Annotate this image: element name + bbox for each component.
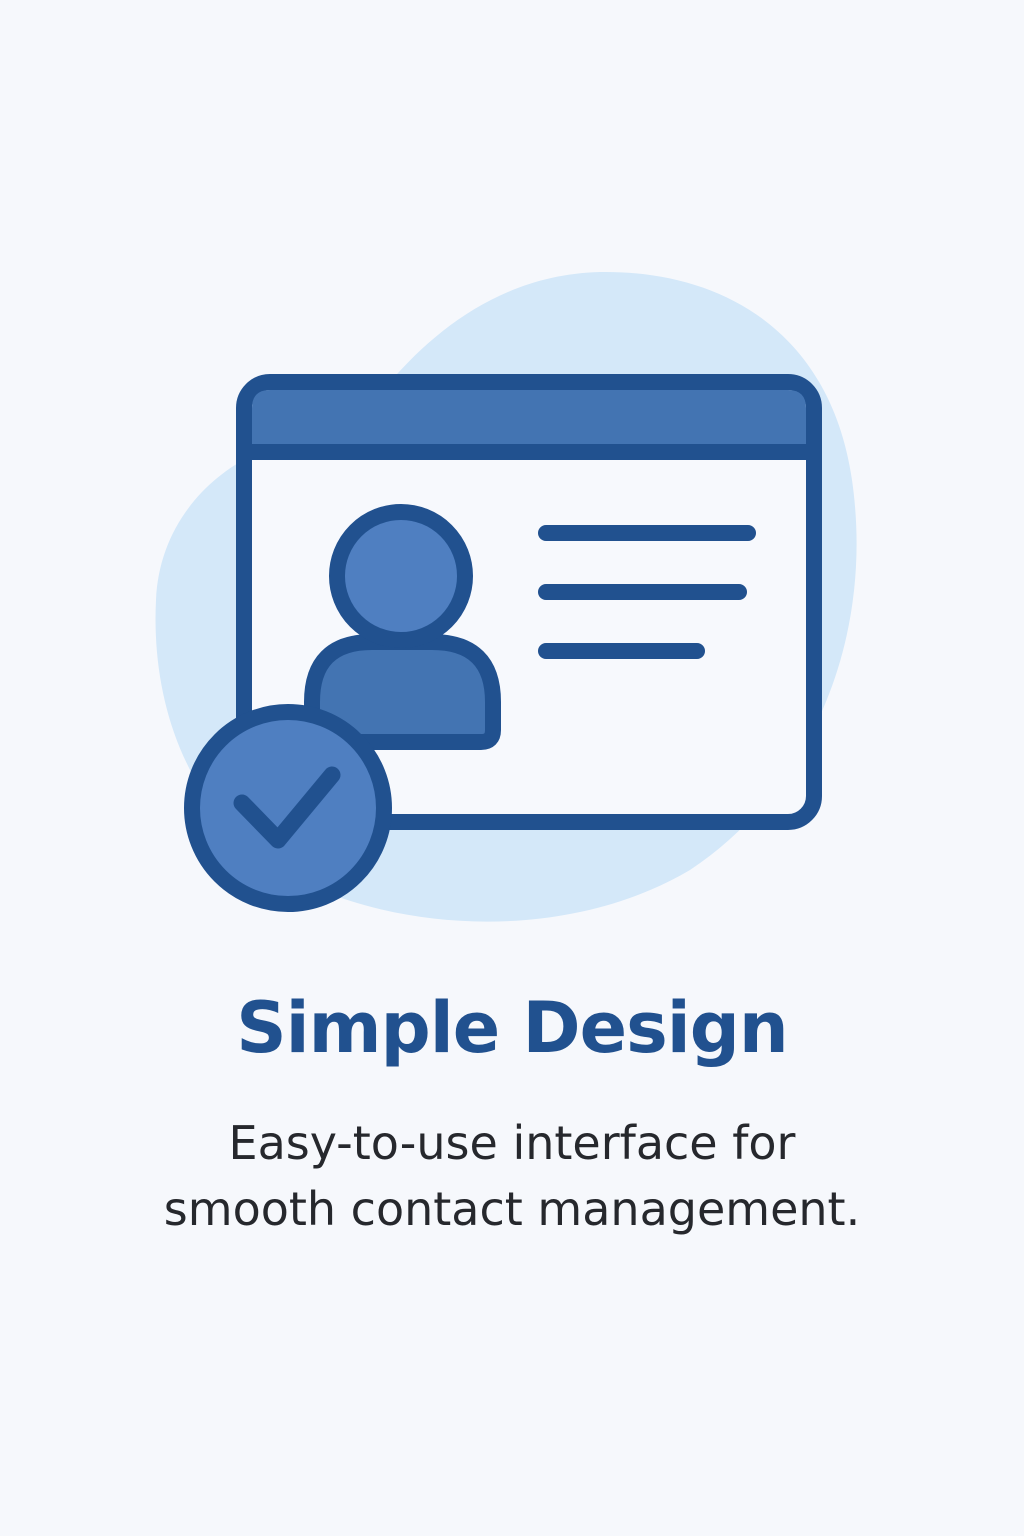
feature-title: Simple Design [236, 987, 788, 1069]
feature-illustration [155, 271, 857, 922]
feature-description: Easy-to-use interface for smooth contact… [0, 1110, 1024, 1242]
checkmark-badge-icon [184, 704, 392, 912]
description-line: Easy-to-use interface for [228, 1116, 796, 1170]
text-lines-icon [538, 525, 756, 659]
description-line: smooth contact management. [163, 1182, 861, 1236]
contact-avatar-icon [304, 504, 501, 750]
